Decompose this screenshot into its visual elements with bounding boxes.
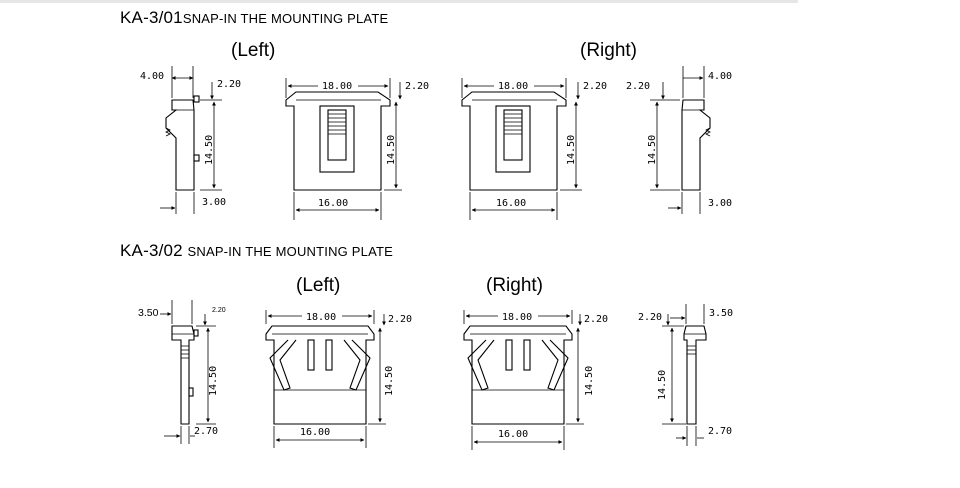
s2-side-right-height-label: 14.50 (657, 370, 668, 400)
s2-front-left-body-width-label: 16.00 (300, 427, 330, 438)
s2-side-view-left: 3.50 2.20 14.50 2.70 (138, 300, 226, 444)
s1-front-right-body-width-label: 16.00 (496, 198, 526, 209)
section1-right-label: (Right) (580, 40, 638, 61)
s1-side-right-lip-label: 2.20 (626, 81, 650, 92)
s1-front-view-left: 18.00 2.20 14.50 16.00 (285, 78, 429, 220)
s1-front-left-top-width-label: 18.00 (322, 81, 352, 92)
s2-front-right-lip-label: 2.20 (584, 314, 608, 325)
s1-side-view-left: 4.00 2.20 14.50 3.00 (140, 66, 241, 214)
section1-description: SNAP-IN THE MOUNTING PLATE (182, 11, 389, 26)
s1-side-right-width-label: 4.00 (708, 71, 732, 82)
s1-front-left-height-label: 14.50 (386, 135, 397, 165)
s1-front-view-right: 18.00 2.20 14.50 16.00 (461, 78, 607, 220)
s2-side-right-bottom-label: 2.70 (708, 426, 732, 437)
s2-front-left-top-width-label: 18.00 (306, 312, 336, 323)
s1-side-right-bottom-label: 3.00 (708, 198, 732, 209)
s1-side-right-height-label: 14.50 (647, 135, 658, 165)
section2-left-label: (Left) (296, 275, 341, 296)
s2-front-right-height-label: 14.50 (584, 366, 595, 396)
s1-side-width-label: 4.00 (140, 71, 164, 82)
s2-side-width-label: 3.50 (138, 307, 159, 319)
s1-side-bottom-label: 3.00 (202, 197, 226, 208)
section2-description: SNAP-IN THE MOUNTING PLATE (187, 244, 394, 259)
s1-side-height-label: 14.50 (204, 135, 215, 165)
s2-front-view-left: 18.00 2.20 14.50 16.00 (265, 310, 412, 448)
s1-front-left-body-width-label: 16.00 (318, 198, 348, 209)
s1-front-right-lip-label: 2.20 (583, 81, 607, 92)
section2-title: KA-3/02 SNAP-IN THE MOUNTING PLATE (120, 241, 393, 261)
section2-model: KA-3/02 (120, 241, 183, 260)
s1-side-lip-label: 2.20 (217, 79, 241, 90)
s1-front-right-top-width-label: 18.00 (498, 81, 528, 92)
section1-title: KA-3/01SNAP-IN THE MOUNTING PLATE (120, 8, 388, 28)
s2-side-height-label: 14.50 (208, 366, 219, 396)
s2-front-view-right: 18.00 2.20 14.50 16.00 (463, 310, 608, 450)
s1-front-right-height-label: 14.50 (566, 135, 577, 165)
s2-side-bottom-label: 2.70 (194, 426, 218, 437)
s2-side-right-lip-label: 2.20 (638, 312, 662, 323)
section1-left-label: (Left) (231, 40, 276, 61)
top-divider-line (0, 0, 798, 3)
s2-front-left-height-label: 14.50 (384, 366, 395, 396)
s2-side-lip-label: 2.20 (212, 307, 226, 314)
s1-front-left-lip-label: 2.20 (405, 81, 429, 92)
s2-front-right-body-width-label: 16.00 (498, 429, 528, 440)
s2-side-view-right: 3.50 2.20 14.50 2.70 (638, 304, 733, 446)
section1-model: KA-3/01 (120, 8, 183, 27)
s2-front-right-top-width-label: 18.00 (502, 312, 532, 323)
section2-right-label: (Right) (486, 275, 544, 296)
s2-side-right-width-label: 3.50 (709, 308, 733, 319)
s2-front-left-lip-label: 2.20 (388, 314, 412, 325)
s1-side-view-right: 4.00 2.20 14.50 3.00 (626, 66, 732, 214)
